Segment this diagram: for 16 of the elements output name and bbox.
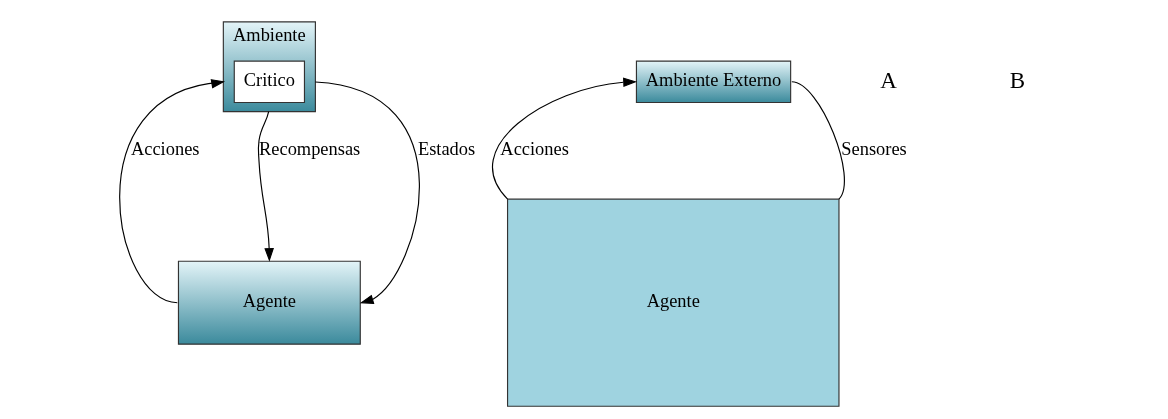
label: B: [1009, 66, 1025, 93]
arrow: [257, 111, 274, 262]
edge-label: Estados: [417, 139, 476, 160]
node-box: Ambiente Externo: [635, 60, 792, 104]
node-box: Critico: [233, 60, 306, 104]
arrow: [119, 79, 226, 304]
edge-label: Sensores: [841, 139, 907, 160]
edge-label: Acciones: [130, 139, 200, 160]
connector: [791, 81, 845, 200]
edge-label: Acciones: [500, 139, 569, 160]
node-box: Agente: [507, 198, 840, 407]
edge-label: Recompensas: [259, 139, 361, 160]
arrow: [492, 77, 638, 200]
node-box: Agente: [177, 260, 361, 345]
arrow: [314, 81, 420, 304]
label: A: [880, 66, 897, 93]
